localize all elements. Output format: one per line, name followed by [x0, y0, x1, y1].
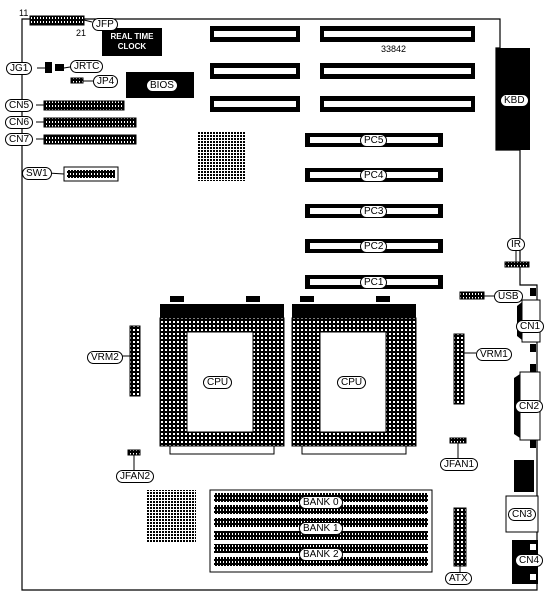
vrm2-header: [129, 325, 141, 397]
pc2-label: PC2: [360, 240, 388, 253]
cn7-label: CN7: [5, 133, 34, 146]
vrm2-label: VRM2: [87, 351, 123, 364]
usb-label: USB: [494, 290, 523, 303]
jg1-jumper: [45, 62, 52, 73]
cn6-header: [43, 117, 137, 128]
cn1-label: CN1: [516, 320, 545, 333]
pc4-label: PC4: [360, 169, 388, 182]
chipset-upper: [197, 131, 245, 181]
sw1-label: SW1: [22, 167, 52, 180]
jp4-label: JP4: [93, 75, 119, 88]
pin-11-label: 11: [19, 8, 29, 18]
jfan2-label: JFAN2: [116, 470, 155, 483]
cn3-connector: [505, 460, 539, 533]
cpu-socket-left: [159, 296, 285, 455]
usb-header: [459, 291, 485, 300]
pc1-label: PC1: [360, 276, 388, 289]
bank1-label: BANK 1: [299, 522, 343, 535]
jg1-label: JG1: [6, 62, 33, 75]
rtc-label-line1: REAL TIME: [110, 32, 154, 41]
jrtc-label: JRTC: [70, 60, 104, 73]
chipset-lower: [146, 490, 196, 542]
cn7-header: [43, 134, 137, 145]
pin-21-label: 21: [76, 28, 87, 38]
jp4-jumper: [70, 77, 84, 84]
jrtc-jumper: [55, 64, 64, 71]
cpu-left-label: CPU: [203, 376, 233, 389]
board-id-label: 33842: [381, 44, 407, 54]
cn5-header: [43, 100, 125, 111]
cn4-label: CN4: [515, 554, 544, 567]
pc5-label: PC5: [360, 134, 388, 147]
kbd-label: KBD: [500, 94, 529, 107]
pc3-label: PC3: [360, 205, 388, 218]
jfp-header: [29, 15, 85, 26]
vrm1-header: [453, 333, 465, 405]
rtc-chip: [102, 28, 162, 56]
jfan2-header: [127, 449, 141, 456]
ir-header: [504, 261, 530, 268]
bank0-label: BANK 0: [299, 496, 343, 509]
cn6-label: CN6: [5, 116, 34, 129]
upper-slots: [210, 26, 475, 112]
ir-label: IR: [507, 238, 525, 251]
vrm1-label: VRM1: [476, 348, 512, 361]
atx-connector: [453, 507, 467, 567]
cpu-socket-right: [291, 296, 417, 455]
bank2-label: BANK 2: [299, 548, 343, 561]
jfp-label: JFP: [92, 18, 118, 31]
jfan1-header: [449, 437, 467, 444]
bios-label: BIOS: [146, 79, 178, 92]
cpu-right-label: CPU: [337, 376, 367, 389]
cn3-label: CN3: [508, 508, 537, 521]
cn5-label: CN5: [5, 99, 34, 112]
atx-label: ATX: [445, 572, 472, 585]
cn2-label: CN2: [515, 400, 544, 413]
rtc-label-line2: CLOCK: [117, 42, 147, 51]
jfan1-label: JFAN1: [440, 458, 479, 471]
